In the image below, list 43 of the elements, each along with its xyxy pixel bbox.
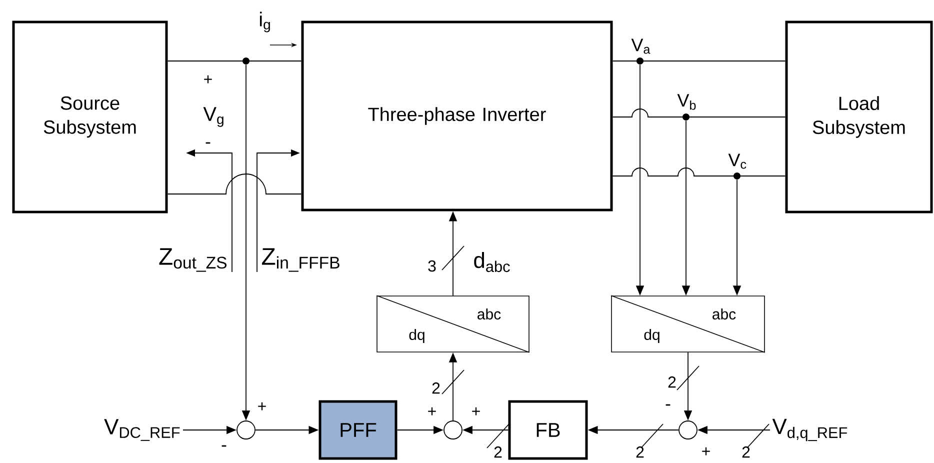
wire xyxy=(612,108,786,118)
junction-dot xyxy=(636,58,644,64)
wire xyxy=(612,60,786,62)
wire xyxy=(167,174,302,194)
signal-label: Z$_{in_FFFB}$ xyxy=(262,248,340,272)
signal-label: + xyxy=(204,75,212,84)
signal-label: 2 xyxy=(432,382,440,394)
signal-label: V$_{a}$ xyxy=(631,38,650,54)
signal-label: + xyxy=(258,402,266,410)
signal-label: 2 xyxy=(494,446,502,458)
signal-label: 2 xyxy=(668,376,676,388)
signal-label: - xyxy=(666,404,670,406)
transform-block: abc dq xyxy=(376,295,530,353)
signal-label: i$_{g}$ xyxy=(260,12,270,32)
signal-label: 2 xyxy=(636,446,644,458)
junction-dot xyxy=(682,114,690,120)
transform-block: abc dq xyxy=(610,295,766,353)
system-box: Source Subsystem xyxy=(12,20,168,214)
signal-label: V$_{g}$ xyxy=(203,107,224,127)
summing-junction xyxy=(236,420,256,440)
summing-junction xyxy=(678,420,698,440)
signal-label: V$_{b}$ xyxy=(677,94,696,110)
junction-dot xyxy=(242,58,250,64)
controller-block: PFF xyxy=(318,400,398,460)
signal-label: 2 xyxy=(742,446,750,458)
summing-junction xyxy=(444,420,462,440)
signal-label: V$_{c}$ xyxy=(728,154,746,169)
system-box: Three-phase Inverter xyxy=(301,20,613,212)
junction-dot xyxy=(734,172,740,180)
system-box: Load Subsystem xyxy=(785,20,933,214)
edge-label: d$_{abc}$ xyxy=(474,252,510,272)
signal-label: V$_{d,q_REF}$ xyxy=(772,418,848,442)
controller-block: FB xyxy=(508,400,588,460)
signal-label: 3 xyxy=(428,260,436,272)
signal-label: - xyxy=(222,445,226,447)
signal-label: + xyxy=(428,407,436,416)
signal-label: V$_{DC_REF}$ xyxy=(104,419,180,441)
signal-label: - xyxy=(206,142,210,144)
wire xyxy=(167,60,302,62)
signal-label: + xyxy=(472,407,480,416)
signal-label: + xyxy=(702,447,710,456)
wire xyxy=(612,168,786,176)
signal-label: Z$_{out_ZS}$ xyxy=(159,248,227,272)
